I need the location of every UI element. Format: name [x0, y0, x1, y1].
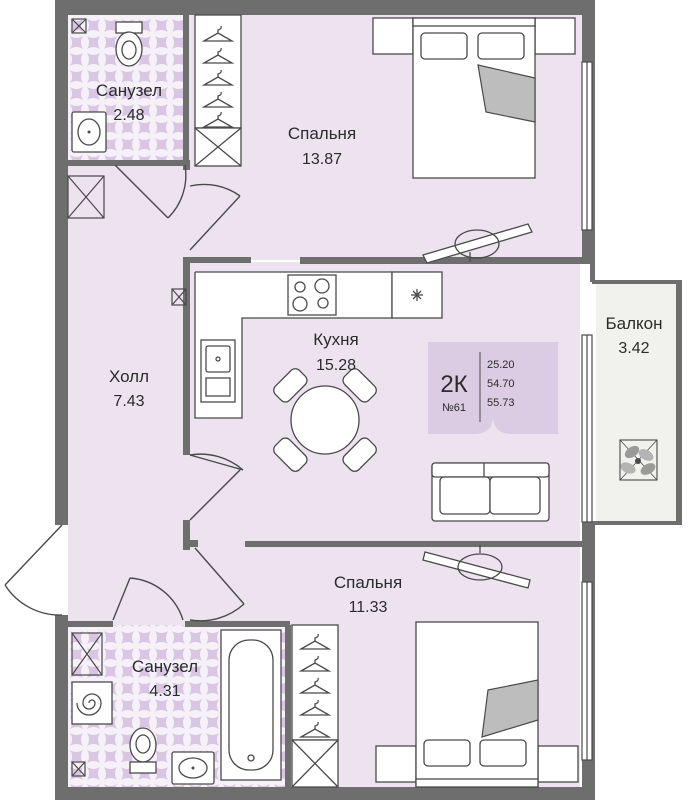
badge-full-area: 55.73	[487, 397, 515, 409]
balcony-floor	[596, 282, 678, 522]
toilet-icon	[115, 21, 143, 67]
bathroom-bottom-area: 4.31	[149, 683, 180, 700]
hanger-icon	[201, 111, 235, 128]
bathroom-top-area: 2.48	[113, 107, 144, 124]
wardrobe-bottom	[291, 624, 339, 788]
bedroom-top-name: Спальня	[288, 124, 356, 143]
hanger-icon	[298, 633, 332, 650]
washing-machine-icon	[71, 681, 113, 725]
windows	[581, 61, 593, 761]
toilet-icon	[129, 727, 157, 774]
apartment-badge: 2К №61 25.20 54.70 55.73	[428, 342, 558, 434]
sink-icon	[171, 751, 215, 785]
sofa-icon	[431, 462, 550, 522]
hanger-icon	[298, 655, 332, 672]
hall-area: 7.43	[113, 393, 144, 410]
kitchen-area: 15.28	[316, 357, 356, 374]
hall-name: Холл	[109, 367, 149, 386]
sink-icon	[71, 111, 107, 153]
bedroom-top-area: 13.87	[302, 151, 342, 168]
wardrobe-top	[194, 14, 242, 167]
kitchen-counter	[194, 271, 443, 419]
hanger-icon	[201, 91, 235, 108]
hanger-icon	[298, 699, 332, 716]
bed-icon	[375, 621, 579, 788]
room-labels: Санузел 2.48 Спальня 13.87 Холл 7.43 Кух…	[96, 81, 663, 700]
bathtub-icon	[220, 629, 282, 781]
balcony-area: 3.42	[618, 340, 649, 357]
doors	[4, 164, 245, 622]
hanger-icon	[201, 69, 235, 86]
bed-icon	[372, 17, 576, 179]
bathroom-top-name: Санузел	[96, 81, 162, 100]
fan-icon	[422, 545, 531, 589]
hanger-icon	[201, 25, 235, 42]
badge-number: №61	[442, 402, 466, 414]
badge-total-area: 54.70	[487, 378, 515, 390]
balcony-name: Балкон	[605, 314, 662, 333]
bedroom-bottom-name: Спальня	[334, 573, 402, 592]
fan-icon	[422, 223, 533, 264]
bedroom-bottom-area: 11.33	[349, 599, 388, 616]
hanger-icon	[201, 47, 235, 64]
hall-floor	[68, 165, 188, 625]
table-icon	[273, 368, 377, 472]
hanger-icon	[298, 721, 332, 738]
shaft-icon	[67, 18, 187, 777]
bathroom-bottom-name: Санузел	[132, 657, 198, 676]
chair-icon	[273, 368, 377, 472]
badge-type: 2К	[440, 371, 467, 398]
kitchen-name: Кухня	[313, 330, 359, 349]
badge-living-area: 25.20	[487, 359, 515, 371]
plant-icon	[619, 439, 658, 481]
hanger-icon	[298, 677, 332, 694]
